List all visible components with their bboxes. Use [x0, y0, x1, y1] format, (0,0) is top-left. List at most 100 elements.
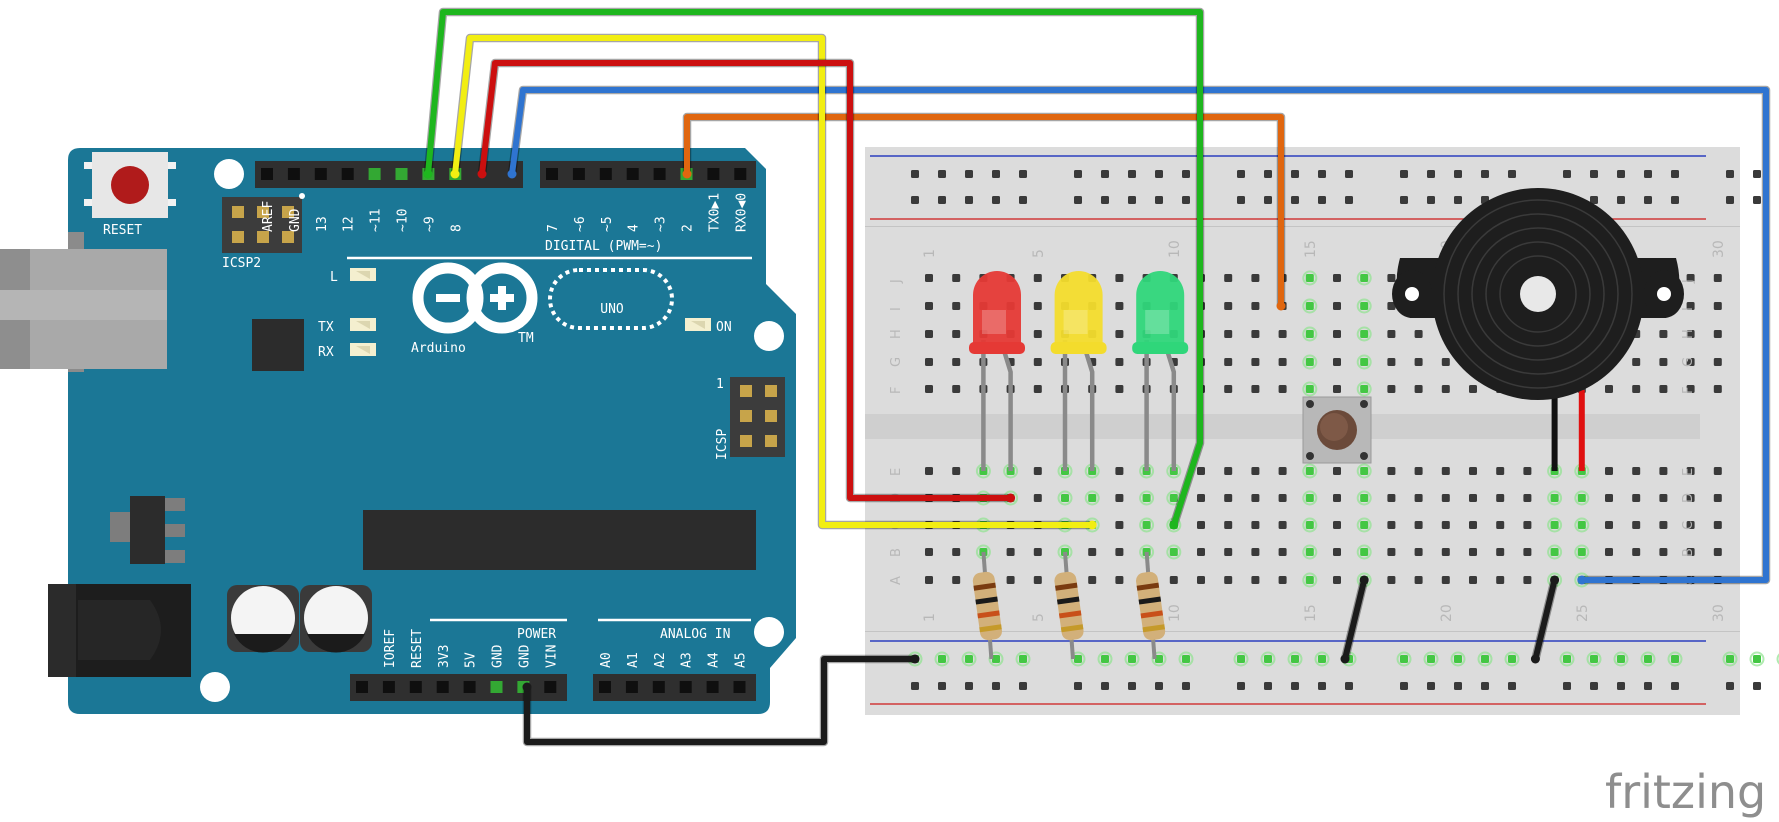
breadboard-hole — [1713, 521, 1722, 529]
breadboard-row-letter: B — [889, 548, 904, 557]
breadboard-hole — [1496, 521, 1505, 529]
orange-wire[interactable] — [684, 114, 1284, 309]
breadboard-row-letter: A — [889, 576, 904, 585]
power-pin-label: GND — [518, 644, 533, 668]
voltage-regulator — [110, 496, 185, 564]
breadboard-hole — [1632, 467, 1641, 475]
rail-hole — [992, 196, 1000, 204]
breadboard-hole — [1224, 494, 1233, 502]
rail-hole — [1264, 682, 1272, 690]
breadboard-hole — [1333, 467, 1341, 475]
rail-hole — [1101, 682, 1109, 690]
header-pin — [733, 681, 746, 693]
breadboard-hole — [1251, 576, 1260, 584]
pushbutton[interactable] — [1302, 396, 1372, 464]
breadboard-hole — [1251, 548, 1260, 556]
breadboard-hole — [1469, 576, 1477, 584]
breadboard-hole — [1006, 548, 1015, 556]
yellow-led — [1050, 271, 1107, 471]
rail-hole — [1644, 170, 1652, 178]
breadboard-hole — [1360, 358, 1369, 366]
breadboard-hole — [1115, 576, 1124, 584]
rail-hole — [1128, 682, 1136, 690]
breadboard-hole — [1605, 521, 1613, 529]
breadboard-hole — [1251, 385, 1260, 393]
breadboard-hole — [1333, 385, 1341, 393]
breadboard-hole — [1550, 548, 1559, 556]
blue-wire[interactable] — [509, 87, 1769, 583]
rail-hole — [1454, 170, 1462, 178]
ground-wire-end — [1550, 575, 1560, 585]
uno-badge: UNO — [548, 268, 674, 330]
breadboard-hole — [1115, 330, 1124, 338]
digital-pin-label: 7 — [546, 224, 561, 232]
digital-pin-label: GND — [288, 208, 303, 232]
rail-hole — [1427, 682, 1435, 690]
breadboard-hole — [1251, 494, 1260, 502]
breadboard-hole — [1441, 494, 1450, 502]
breadboard-hole — [1686, 274, 1695, 282]
rail-hole — [1345, 682, 1353, 690]
rail-hole — [1237, 682, 1245, 690]
breadboard-hole — [1224, 358, 1233, 366]
rail-hole — [1019, 682, 1027, 690]
breadboard-hole — [1686, 358, 1695, 366]
header-pin — [282, 231, 294, 243]
ground-wire[interactable] — [524, 656, 918, 745]
breadboard-column-number: 20 — [1439, 604, 1455, 622]
breadboard-row-letter: J — [889, 279, 904, 284]
ground-wire[interactable] — [1342, 577, 1368, 662]
rail-hole — [1264, 655, 1272, 663]
rail-hole — [1318, 655, 1326, 663]
rail-hole — [1074, 655, 1082, 663]
breadboard-hole — [1333, 274, 1341, 282]
breadboard-hole — [1387, 576, 1396, 584]
rail-hole — [1753, 682, 1761, 690]
breadboard-row-letter: I — [1681, 307, 1696, 311]
digital-pin-label: TX0▶1 — [707, 193, 722, 232]
breadboard-hole — [1523, 548, 1532, 556]
breadboard-hole — [1713, 467, 1722, 475]
breadboard-column-number: 5 — [1031, 249, 1047, 258]
yellow-wire[interactable] — [452, 35, 1096, 528]
rail-hole — [965, 655, 973, 663]
breadboard-hole — [1333, 521, 1341, 529]
breadboard-hole — [1659, 330, 1668, 338]
breadboard-hole — [1360, 548, 1369, 556]
breadboard-hole — [1659, 358, 1668, 366]
ground-wire-end — [1530, 654, 1540, 664]
rail-hole — [1563, 170, 1571, 178]
breadboard-hole — [1387, 358, 1396, 366]
breadboard-hole — [1387, 302, 1396, 310]
breadboard-hole — [1605, 548, 1613, 556]
rail-hole — [1644, 196, 1652, 204]
breadboard-row-letter: H — [889, 329, 904, 339]
rail-hole — [938, 170, 946, 178]
header-pin — [368, 168, 381, 180]
led-tx-label: TX — [318, 320, 334, 335]
breadboard-hole — [1387, 385, 1396, 393]
rail-hole — [965, 196, 973, 204]
yellow-wire-end — [1087, 520, 1097, 530]
breadboard-hole — [1387, 274, 1396, 282]
breadboard-hole — [1360, 385, 1369, 393]
rail-hole — [1617, 682, 1625, 690]
breadboard-hole — [1469, 385, 1477, 393]
digital-pin-label: ~3 — [654, 216, 669, 232]
reset-button[interactable] — [84, 152, 176, 218]
green-wire[interactable] — [425, 9, 1203, 528]
header-pin — [356, 681, 368, 693]
red-wire[interactable] — [479, 60, 1014, 501]
breadboard-hole — [1333, 548, 1341, 556]
breadboard-hole — [1197, 467, 1205, 475]
icsp2-header — [222, 193, 305, 253]
rail-hole — [1427, 196, 1435, 204]
header-pin — [625, 681, 638, 693]
ground-wire[interactable] — [1532, 577, 1558, 662]
analog-pin-label: A3 — [680, 652, 695, 668]
red-wire-end — [1006, 493, 1016, 503]
breadboard-hole — [1686, 385, 1695, 393]
header-pin — [546, 168, 558, 180]
breadboard-hole — [1713, 385, 1722, 393]
